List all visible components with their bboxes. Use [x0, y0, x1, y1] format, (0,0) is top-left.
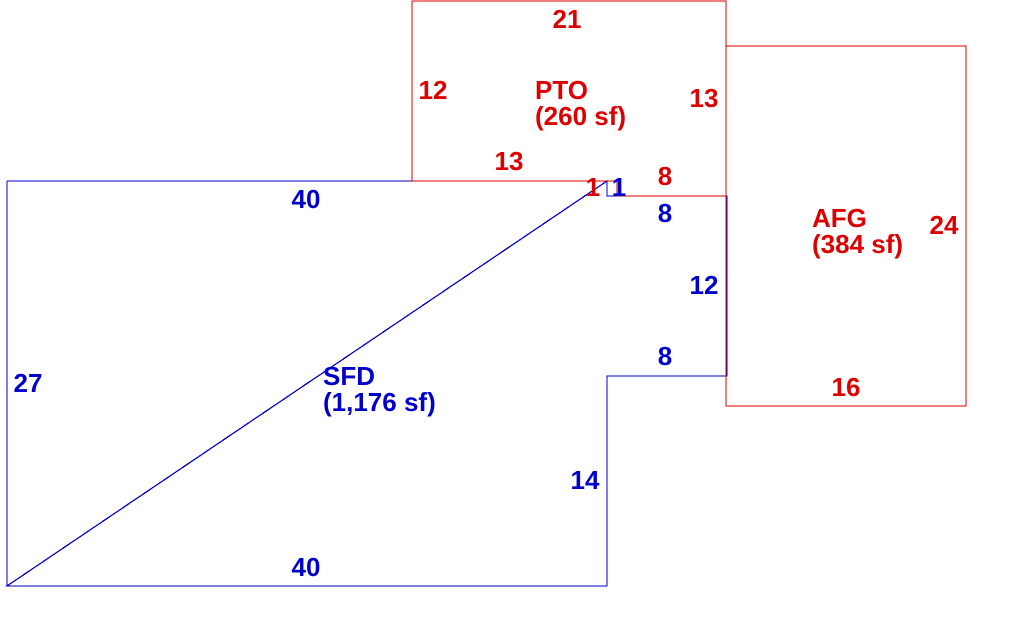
pto-right-dimension: 13	[690, 83, 719, 113]
sfd-area-size: (1,176 sf)	[323, 387, 436, 417]
pto-bottom-short-dimension: 8	[658, 161, 672, 191]
afg-outline	[725, 45, 967, 407]
afg-bottom-dimension: 16	[832, 372, 861, 402]
pto-area-name: PTO	[535, 75, 588, 105]
sfd-notch-right-dimension: 14	[571, 465, 600, 495]
afg-area-size: (384 sf)	[812, 229, 903, 259]
sfd-top-step-dimension: 8	[658, 198, 672, 228]
pto-bottom-long-dimension: 13	[495, 146, 524, 176]
pto-area-size: (260 sf)	[535, 101, 626, 131]
afg-area-name: AFG	[812, 203, 867, 233]
sfd-area-name: SFD	[323, 361, 375, 391]
sfd-right-upper-dimension: 12	[690, 270, 719, 300]
sfd-top-dimension: 40	[292, 184, 321, 214]
sfd-left-dimension: 27	[14, 368, 43, 398]
pto-tiny-step-dimension: 1	[586, 172, 600, 202]
afg-right-dimension: 24	[930, 210, 959, 240]
pto-top-dimension: 21	[553, 4, 582, 34]
sfd-tiny-step-dimension: 1	[612, 172, 626, 202]
sfd-bottom-dimension: 40	[292, 552, 321, 582]
sfd-notch-top-dimension: 8	[658, 341, 672, 371]
pto-left-dimension: 12	[419, 75, 448, 105]
